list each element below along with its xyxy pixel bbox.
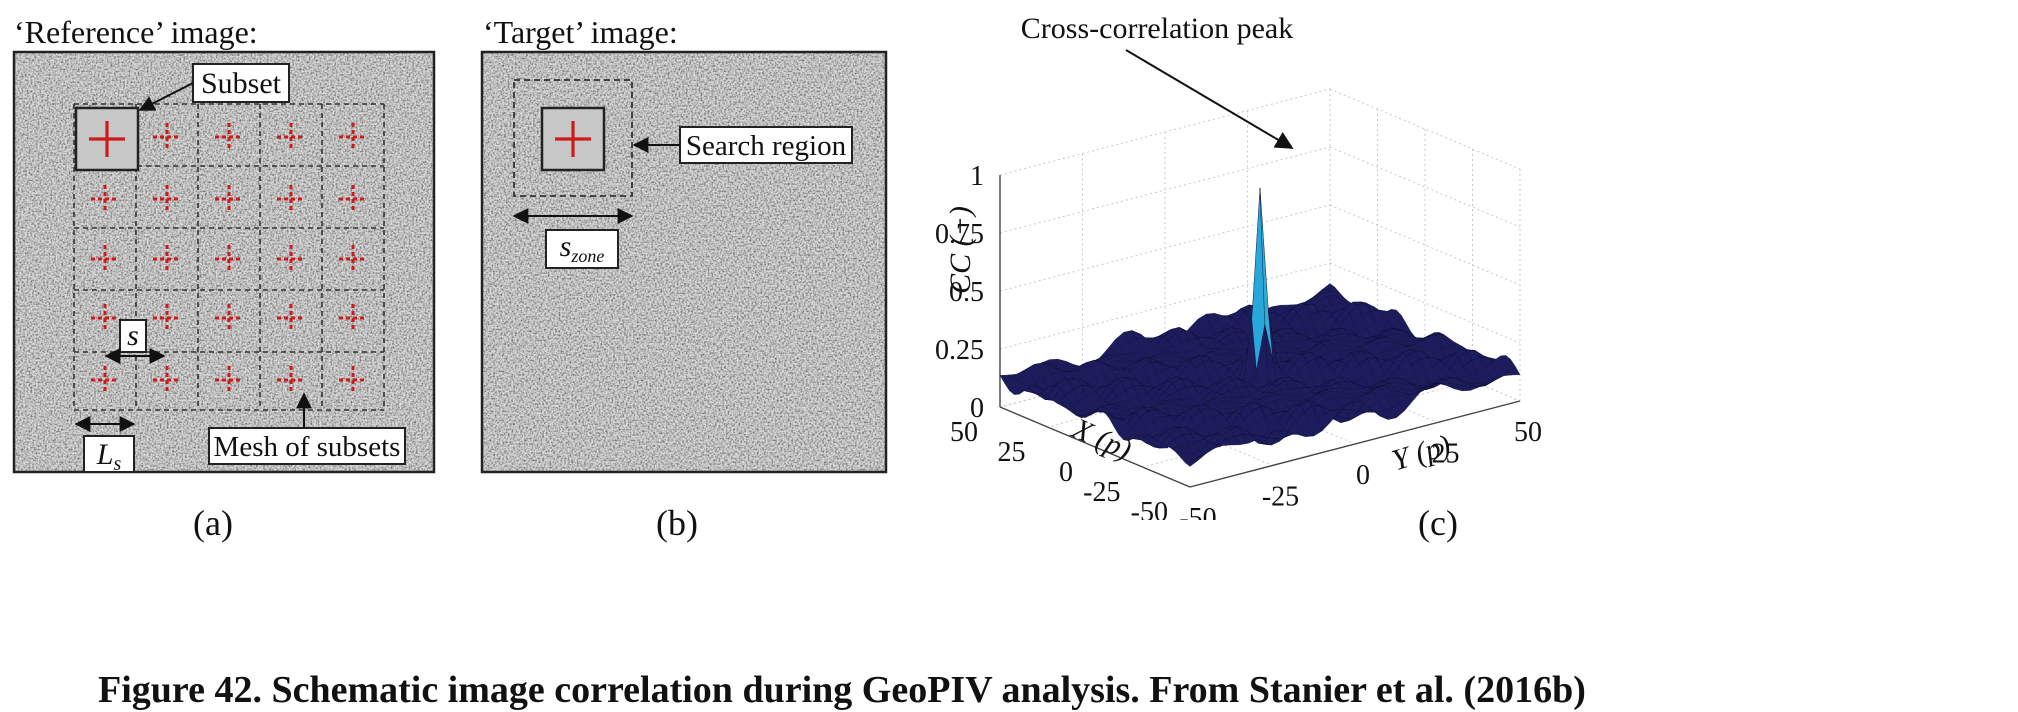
- reference-image-frame: [12, 50, 436, 474]
- tick-label: 50: [950, 417, 978, 448]
- z-axis-label: CC (−): [944, 206, 977, 294]
- grid-line: [1329, 146, 1521, 228]
- tick-label: -50: [1179, 503, 1216, 520]
- panel-b-label: (b): [656, 503, 698, 543]
- x-axis-line: [999, 406, 1191, 488]
- grid-line: [1329, 262, 1521, 344]
- mesh-label: Mesh of subsets: [214, 431, 401, 463]
- panel-a-label: (a): [193, 503, 233, 543]
- tick-label: 50: [1514, 417, 1542, 448]
- panel-a-title: ‘Reference’ image:: [14, 14, 258, 50]
- reference-image-panel: Subset s Ls Mesh of subsets: [12, 50, 436, 475]
- surface-cell: [1506, 366, 1521, 376]
- axis-ticks: 0 0.25 0.5 0.75 1 50 25 0 -25 -50 -50 -25 0 25 50: [935, 161, 1542, 520]
- subset-cross-marker: [89, 121, 125, 157]
- panel-b-title: ‘Target’ image:: [483, 14, 678, 50]
- subset-label-box: [192, 63, 290, 103]
- subset-label: Subset: [201, 67, 282, 100]
- grid-line: [999, 146, 1331, 234]
- grid-line: [1329, 88, 1521, 170]
- zone-size-label-box: [545, 229, 619, 269]
- search-region: [513, 79, 633, 197]
- plot-axes: [999, 175, 1521, 488]
- tick-label: 25: [1432, 439, 1460, 470]
- spacing-label: s: [127, 319, 139, 352]
- peak-pointer-arrow: [1125, 49, 1294, 149]
- zone-size-label: szone: [560, 230, 605, 266]
- tick-label: 25: [998, 437, 1026, 468]
- tick-label: -25: [1083, 477, 1120, 508]
- subset-size-label-box: [83, 435, 135, 473]
- subset-size-label: Ls: [96, 438, 122, 475]
- grid-line: [1329, 320, 1521, 402]
- grid-line: [1164, 363, 1356, 445]
- grid-line: [999, 262, 1331, 350]
- target-image-frame: [480, 50, 888, 474]
- mesh-label-box: [208, 427, 406, 465]
- subset-pointer-arrow: [138, 82, 194, 111]
- tick-label: 0: [970, 393, 984, 424]
- target-image-panel: Search region szone: [480, 50, 888, 474]
- peak-label: Cross-correlation peak: [1021, 12, 1293, 45]
- target-subset-cross-marker: [555, 121, 591, 157]
- figure-caption: Figure 42. Schematic image correlation d…: [98, 669, 1586, 711]
- tick-label: -25: [1262, 482, 1299, 513]
- panel-c-label: (c): [1418, 503, 1458, 543]
- cross-correlation-surface-plot: 0 0.25 0.5 0.75 1 50 25 0 -25 -50 -50 -25 0 25 50 Cros…: [935, 12, 1542, 520]
- y-axis-label: Y (p): [1388, 428, 1454, 477]
- grid-line: [1082, 385, 1273, 466]
- tick-label: -50: [1131, 497, 1168, 520]
- tick-label: 0.25: [935, 335, 984, 366]
- tick-label: 0.5: [949, 277, 984, 308]
- search-region-label: Search region: [686, 130, 847, 162]
- tick-label: 0: [1059, 457, 1073, 488]
- tick-label: 0: [1356, 460, 1370, 491]
- search-region-label-box: [679, 126, 853, 164]
- tick-label: 0.75: [935, 219, 984, 250]
- grid-line: [1329, 204, 1521, 286]
- subset-centre-markers: [91, 123, 367, 394]
- correlation-surface: [999, 188, 1521, 467]
- y-axis-line: [1189, 400, 1521, 488]
- tick-label: 1: [970, 161, 984, 192]
